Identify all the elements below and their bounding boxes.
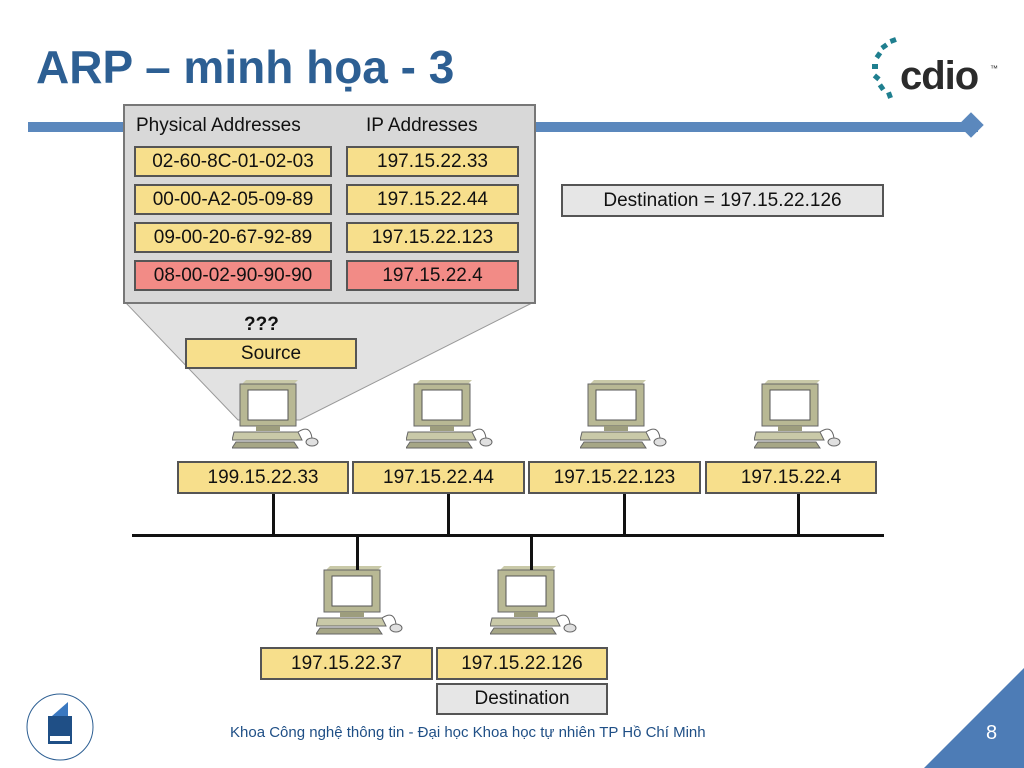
host-ip-box: 197.15.22.123	[528, 461, 701, 494]
computer-icon	[753, 380, 844, 461]
computer-icon	[579, 380, 670, 461]
computer-icon	[231, 380, 322, 461]
mac-cell: 00-00-A2-05-09-89	[134, 184, 332, 215]
host-ip-box: 197.15.22.37	[260, 647, 433, 680]
cdio-logo-text: cdio	[900, 54, 979, 98]
unknown-mac-label: ???	[244, 314, 279, 335]
trademark-mark: ™	[990, 64, 998, 73]
footer-text: Khoa Công nghệ thông tin - Đại học Khoa …	[230, 724, 706, 741]
mac-cell: 09-00-20-67-92-89	[134, 222, 332, 253]
computer-icon	[489, 566, 580, 647]
page-number: 8	[986, 722, 998, 744]
ip-cell: 197.15.22.123	[346, 222, 519, 253]
physical-addresses-header: Physical Addresses	[136, 115, 301, 136]
source-label: Source	[185, 338, 357, 369]
computer-icon	[405, 380, 496, 461]
network-drop-line	[623, 494, 626, 535]
slide-title: ARP – minh họa - 3	[36, 41, 455, 93]
corner-triangle	[924, 668, 1024, 768]
mac-cell: 02-60-8C-01-02-03	[134, 146, 332, 177]
network-drop-line	[530, 536, 533, 570]
destination-label: Destination	[436, 683, 608, 715]
network-drop-line	[356, 536, 359, 570]
computer-icon	[315, 566, 406, 647]
ip-addresses-header: IP Addresses	[366, 115, 478, 136]
ip-cell: 197.15.22.44	[346, 184, 519, 215]
network-drop-line	[797, 494, 800, 535]
cdio-logo-icon	[872, 37, 897, 99]
host-ip-box: 199.15.22.33	[177, 461, 349, 494]
ip-cell: 197.15.22.33	[346, 146, 519, 177]
network-drop-line	[447, 494, 450, 535]
destination-query-box: Destination = 197.15.22.126	[561, 184, 884, 217]
mac-cell-highlighted: 08-00-02-90-90-90	[134, 260, 332, 291]
university-logo-icon	[26, 693, 94, 761]
host-ip-box: 197.15.22.44	[352, 461, 525, 494]
ip-cell-highlighted: 197.15.22.4	[346, 260, 519, 291]
network-bus-line	[132, 534, 884, 537]
host-ip-box: 197.15.22.126	[436, 647, 608, 680]
network-drop-line	[272, 494, 275, 535]
host-ip-box: 197.15.22.4	[705, 461, 877, 494]
